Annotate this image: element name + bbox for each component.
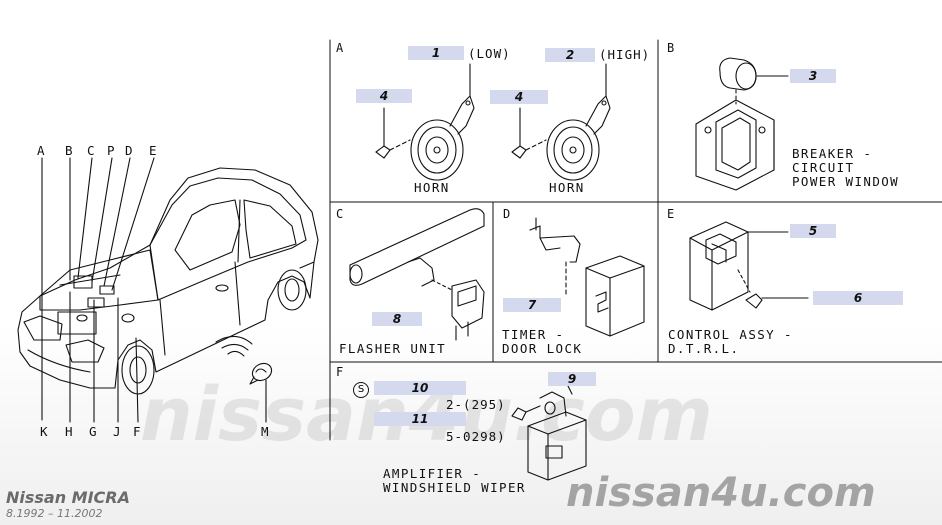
service-symbol: S [353,382,369,398]
part-number-2: 2 [545,48,595,62]
flasher-label: FLASHER UNIT [339,341,447,356]
quantity-line-1: 2-(295) [446,397,506,412]
callout-e: E [149,143,158,158]
control-assy-label-line-2: D.T.R.L. [668,341,740,356]
timer-label-line-2: DOOR LOCK [502,341,583,356]
breaker-label-line-1: BREAKER - [792,146,873,161]
section-dividers [329,39,942,441]
part-number-3: 3 [790,69,836,83]
part-number-4-low: 4 [356,89,412,103]
callout-h: H [65,424,74,439]
callout-k: K [40,424,49,439]
horn-high-label: HORN [549,180,585,195]
breaker-label-line-2: CIRCUIT [792,160,855,175]
section-letter-c: C [336,207,345,221]
flasher-drawing [349,208,485,341]
part-number-10: 10 [374,381,466,395]
callout-f: F [133,424,142,439]
model-years: 8.1992 – 11.2002 [6,507,103,520]
control-assy-label-line-1: CONTROL ASSY - [668,327,793,342]
horn-low-label: HORN [414,180,450,195]
section-letter-a: A [336,41,345,55]
callout-p: P [107,143,116,158]
callout-b: B [65,143,74,158]
callout-d: D [125,143,134,158]
timer-label-line-1: TIMER - [502,327,565,342]
amplifier-drawing [511,385,587,481]
callout-j: J [113,424,122,439]
callout-m: M [261,424,270,439]
part-number-5: 5 [790,224,836,238]
horn-low-drawing [375,63,475,181]
quantity-line-2: 5-0298) [446,429,506,444]
part-number-4-high: 4 [490,90,548,104]
part-number-7: 7 [503,298,561,312]
control-assy-drawing [689,221,809,311]
breaker-drawing [695,57,789,191]
part-number-9: 9 [548,372,596,386]
callout-a: A [37,143,46,158]
part-number-6: 6 [813,291,903,305]
horn-low-qualifier: (LOW) [468,46,511,61]
horn-high-drawing [511,63,611,181]
section-letter-f: F [336,365,345,379]
section-letter-d: D [503,207,512,221]
part-number-1: 1 [408,46,464,60]
horn-high-qualifier: (HIGH) [599,47,651,62]
car-drawing [17,157,319,423]
amplifier-label-line-2: WINDSHIELD WIPER [383,480,526,495]
model-name: Nissan MICRA [6,488,130,507]
timer-drawing [529,217,645,337]
part-number-11: 11 [374,412,466,426]
callout-g: G [89,424,98,439]
amplifier-label-line-1: AMPLIFIER - [383,466,482,481]
watermark-corner: nissan4u.com [566,470,876,516]
callout-c: C [87,143,96,158]
section-letter-e: E [667,207,676,221]
part-number-8: 8 [372,312,422,326]
breaker-label-line-3: POWER WINDOW [792,174,900,189]
section-letter-b: B [667,41,676,55]
